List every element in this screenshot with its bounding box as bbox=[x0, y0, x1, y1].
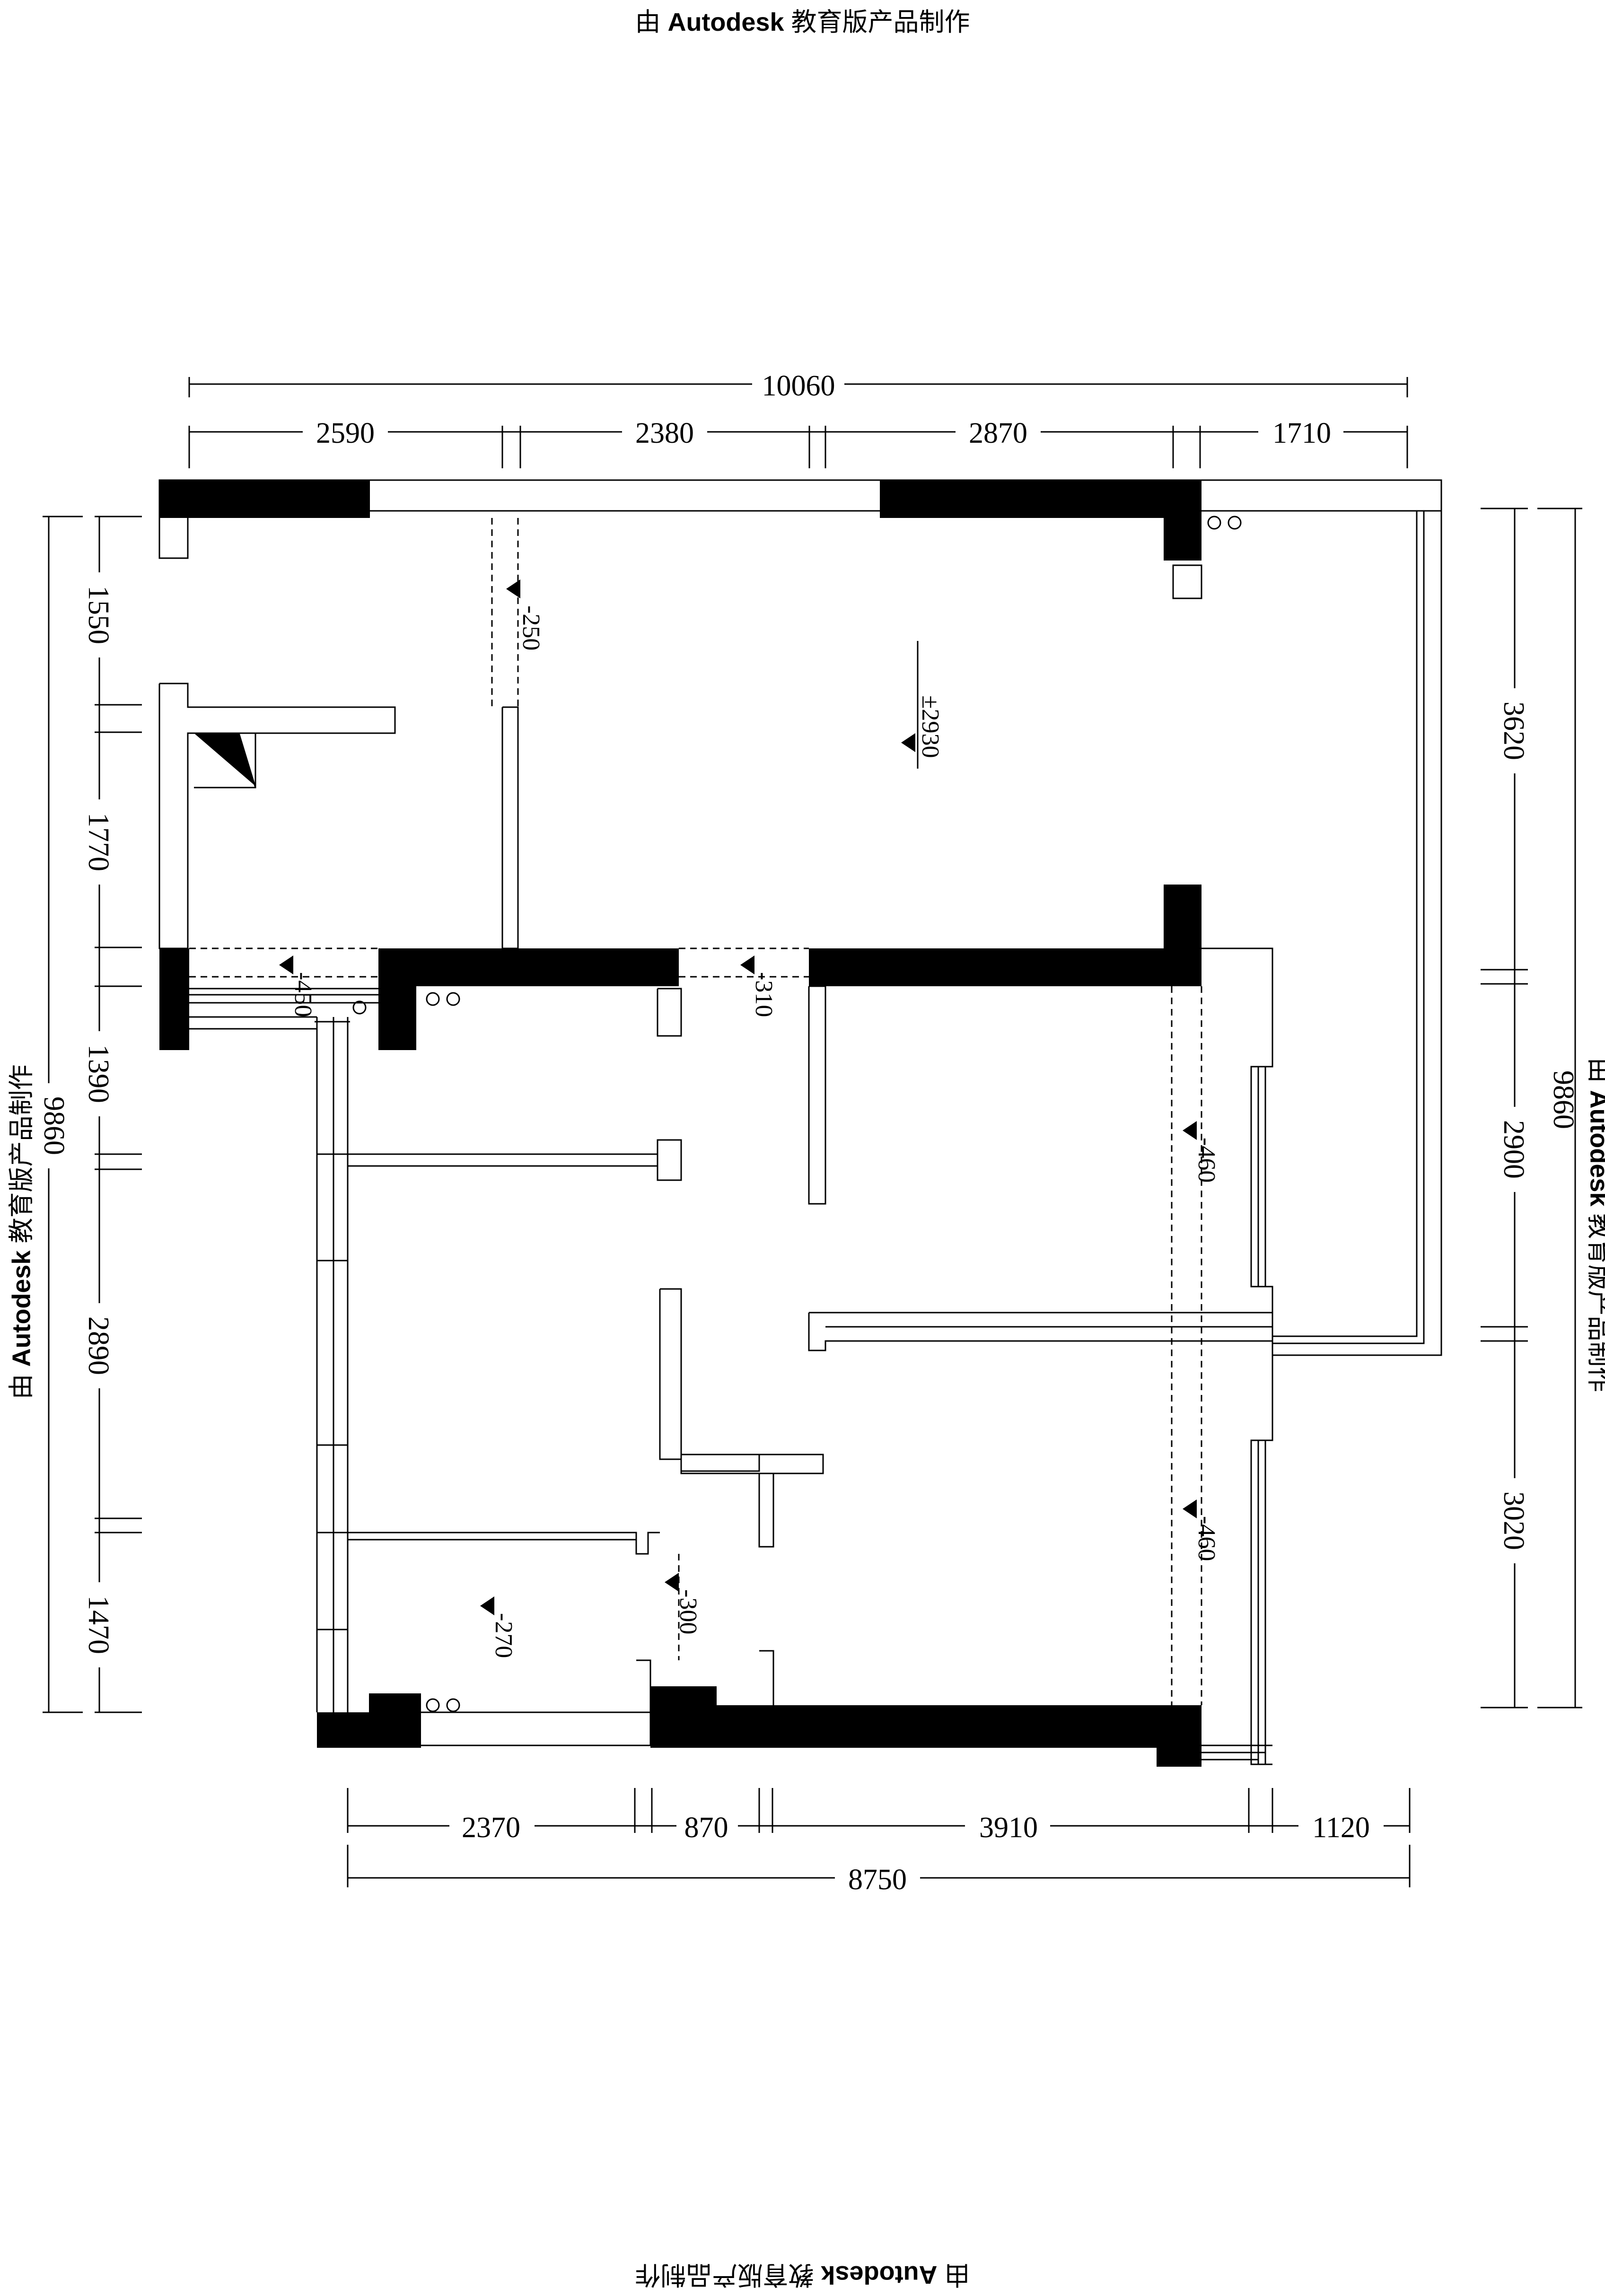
level-mark-7: -270 bbox=[490, 1613, 517, 1658]
dim-bottom-2: 870 bbox=[684, 1812, 728, 1844]
dim-top-total: 10060 bbox=[762, 370, 835, 402]
dim-left-3: 1390 bbox=[82, 1044, 114, 1103]
dim-bottom-total: 8750 bbox=[848, 1864, 907, 1896]
dim-left-2: 1770 bbox=[82, 813, 114, 871]
level-mark-6: -300 bbox=[675, 1589, 702, 1634]
dim-left-total: 9860 bbox=[38, 1096, 70, 1155]
dim-top-2: 2380 bbox=[635, 417, 694, 449]
dim-bottom-3: 3910 bbox=[979, 1812, 1038, 1844]
dim-bottom-1: 2370 bbox=[462, 1812, 520, 1844]
solid-walls bbox=[159, 480, 1202, 1767]
wall-outlines bbox=[159, 480, 1441, 1764]
dim-right-total: 9860 bbox=[1547, 1070, 1579, 1129]
level-mark-3: -310 bbox=[750, 972, 777, 1017]
dim-right-2: 2900 bbox=[1498, 1120, 1530, 1179]
stair-wedge bbox=[194, 733, 254, 785]
level-mark-1: -250 bbox=[517, 605, 544, 650]
opening-lines bbox=[189, 518, 1202, 1705]
level-marker-icons bbox=[279, 579, 1197, 1615]
level-mark-5: -460 bbox=[1193, 1516, 1220, 1561]
level-mark-4: -460 bbox=[1193, 1138, 1220, 1183]
dim-left-1: 1550 bbox=[82, 586, 114, 644]
level-main: ±2930 bbox=[917, 695, 944, 758]
level-mark-2: -450 bbox=[289, 972, 316, 1017]
dim-left-4: 2890 bbox=[82, 1316, 114, 1375]
dim-top-3: 2870 bbox=[969, 417, 1027, 449]
dim-right-3: 3020 bbox=[1498, 1491, 1530, 1550]
dim-top-4: 1710 bbox=[1272, 417, 1331, 449]
dim-top-1: 2590 bbox=[316, 417, 375, 449]
dim-bottom-4: 1120 bbox=[1312, 1812, 1370, 1844]
dim-left-5: 1470 bbox=[82, 1595, 114, 1654]
dim-right-1: 3620 bbox=[1498, 701, 1530, 760]
